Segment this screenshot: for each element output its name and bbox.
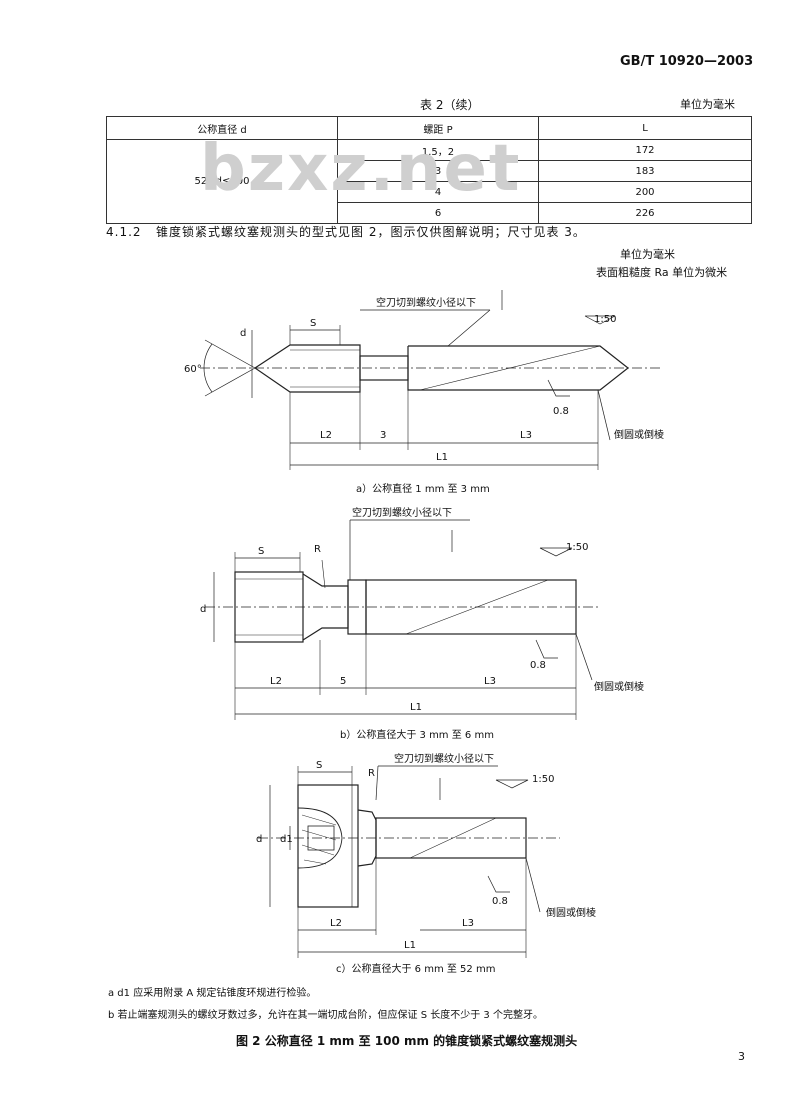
fig-b-r-label: R [314, 544, 321, 555]
table-unit: 单位为毫米 [680, 98, 735, 111]
fig-b-undercut-label: 空刀切到螺纹小径以下 [352, 506, 452, 519]
fig-c-r-label: R [368, 768, 375, 779]
unit-note: 单位为毫米 [620, 248, 675, 261]
table-header-row: 公称直径 d 螺距 P L [106, 116, 752, 140]
fig-c-caption: c）公称直径大于 6 mm 至 52 mm [336, 962, 495, 975]
pitch-cell: 6 [337, 202, 539, 224]
fig-b-s-label: S [258, 546, 264, 557]
fig-b-d-label: d [200, 604, 206, 615]
table-2: 公称直径 d 螺距 P L 52<d≤100 1.5，2 172 3 183 4… [106, 116, 752, 224]
fig-a-taper-label: 1:50 [594, 314, 616, 325]
column-header: 螺距 P [337, 116, 539, 140]
fig-c-roughness-label: 0.8 [492, 896, 508, 907]
section-number: 4.1.2 [106, 225, 142, 239]
fig-a-l1-label: L1 [436, 452, 448, 463]
table-row: 3 183 [107, 160, 752, 182]
fig-c-l3-label: L3 [462, 918, 474, 929]
figure-title: 图 2 公称直径 1 mm 至 100 mm 的锥度锁紧式螺纹塞规测头 [236, 1034, 578, 1048]
fig-c-d1-label: d1 [280, 834, 293, 845]
fig-a-side-note: 倒圆或倒棱 [614, 428, 664, 441]
fig-b-roughness-label: 0.8 [530, 660, 546, 671]
fig-c-side-note: 倒圆或倒棱 [546, 906, 596, 919]
fig-b-l2-label: L2 [270, 676, 282, 687]
fig-b-side-note: 倒圆或倒棱 [594, 680, 644, 693]
fig-a-angle-label: 60° [184, 364, 202, 375]
footnote-b: b 若止端塞规测头的螺纹牙数过多，允许在其一端切成台阶，但应保证 S 长度不少于… [108, 1010, 543, 1021]
column-header: 公称直径 d [106, 116, 338, 140]
length-cell: 226 [538, 202, 752, 224]
fig-a-caption: a）公称直径 1 mm 至 3 mm [356, 482, 490, 495]
table-row: 6 226 [107, 202, 752, 224]
watermark: bzxz.net [200, 132, 522, 206]
figure-b-drawing [205, 519, 600, 720]
fig-a-l2-label: L2 [320, 430, 332, 441]
fig-c-taper-label: 1:50 [532, 774, 554, 785]
fig-a-d-label: d [240, 328, 246, 339]
fig-c-d-label: d [256, 834, 262, 845]
figure-a-drawing [200, 290, 660, 470]
roughness-unit-note: 表面粗糙度 Ra 单位为微米 [596, 266, 728, 279]
footnote-a: a d1 应采用附录 A 规定钻锥度环规进行检验。 [108, 988, 317, 999]
fig-b-taper-label: 1:50 [566, 542, 588, 553]
fig-c-undercut-label: 空刀切到螺纹小径以下 [394, 752, 494, 765]
diameter-range-cell: 52<d≤100 [106, 139, 338, 224]
fig-a-undercut-label: 空刀切到螺纹小径以下 [376, 296, 476, 309]
fig-a-roughness-label: 0.8 [553, 406, 569, 417]
section-paragraph: 4.1.2 锥度锁紧式螺纹塞规测头的型式见图 2，图示仅供图解说明；尺寸见表 3… [106, 223, 586, 240]
page-number: 3 [738, 1050, 745, 1063]
fig-b-caption: b）公称直径大于 3 mm 至 6 mm [340, 728, 494, 741]
fig-b-dim5-label: 5 [340, 676, 346, 687]
fig-b-l1-label: L1 [410, 702, 422, 713]
fig-a-dim3-label: 3 [380, 430, 386, 441]
column-header: L [538, 116, 752, 140]
fig-b-l3-label: L3 [484, 676, 496, 687]
fig-c-s-label: S [316, 760, 322, 771]
table-caption: 表 2（续） [420, 98, 480, 112]
fig-a-s-label: S [310, 318, 316, 329]
figure-c-drawing [258, 765, 560, 958]
fig-c-l1-label: L1 [404, 940, 416, 951]
fig-c-l2-label: L2 [330, 918, 342, 929]
section-text: 锥度锁紧式螺纹塞规测头的型式见图 2，图示仅供图解说明；尺寸见表 3。 [156, 225, 586, 239]
standard-number: GB/T 10920—2003 [620, 54, 754, 69]
fig-a-l3-label: L3 [520, 430, 532, 441]
